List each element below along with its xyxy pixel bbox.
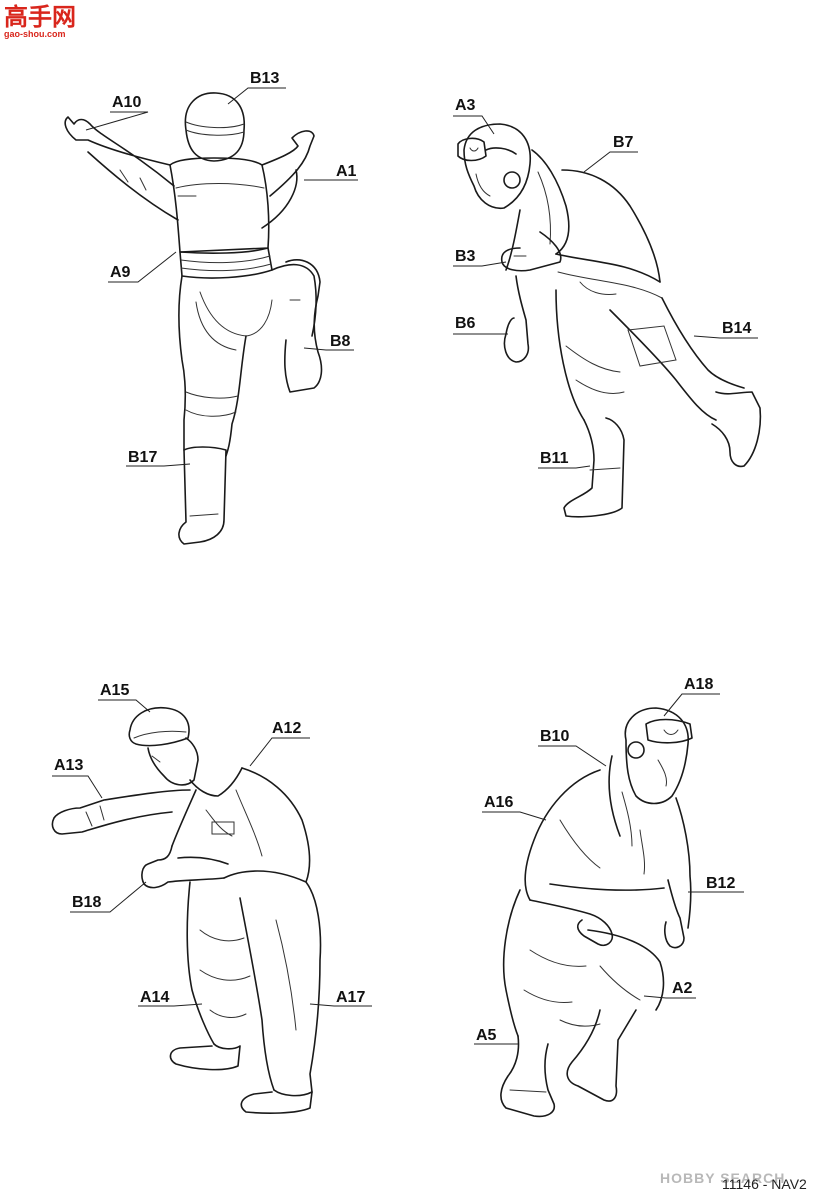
svg-text:A9: A9 [110,264,131,281]
svg-text:B8: B8 [330,333,351,350]
svg-text:B6: B6 [455,315,476,332]
svg-text:A13: A13 [54,757,83,774]
figure-goggles-running [457,123,762,518]
svg-text:A10: A10 [112,94,141,111]
svg-text:B3: B3 [455,248,476,265]
hobby-search-watermark: HOBBY SEARCH [660,1170,786,1186]
svg-text:B13: B13 [250,70,279,87]
part-label-A12: A12 [249,720,310,767]
part-label-A14: A14 [138,989,203,1007]
part-label-A3: A3 [453,97,495,135]
part-label-B18: B18 [70,881,147,913]
svg-text:A14: A14 [140,989,169,1006]
svg-text:B18: B18 [72,894,101,911]
svg-text:A15: A15 [100,682,129,699]
logo-url: gao-shou.com [4,29,66,39]
svg-text:B17: B17 [128,449,157,466]
part-label-B10: B10 [538,728,607,767]
figure-goggles-crouching [500,707,693,1118]
part-label-B13: B13 [227,70,286,105]
part-label-A16: A16 [482,794,547,821]
site-logo: 高手网 gao-shou.com [4,3,76,39]
part-label-B7: B7 [583,134,638,173]
svg-text:B14: B14 [722,320,751,337]
part-label-A13: A13 [52,757,103,799]
svg-text:A1: A1 [336,163,357,180]
svg-text:B11: B11 [540,450,569,467]
svg-text:A5: A5 [476,1027,497,1044]
part-label-B14: B14 [693,320,758,339]
part-label-A15: A15 [98,682,151,713]
part-label-A10: A10 [85,94,149,131]
part-label-A17: A17 [309,989,372,1007]
svg-text:A3: A3 [455,97,476,114]
part-label-A2: A2 [643,980,696,999]
part-label-A18: A18 [663,676,720,717]
svg-text:B10: B10 [540,728,569,745]
svg-text:A18: A18 [684,676,713,693]
logo-chars: 高手网 [4,3,76,31]
svg-text:A2: A2 [672,980,693,997]
part-label-B12: B12 [688,875,744,893]
part-label-B11: B11 [538,450,591,469]
svg-text:B12: B12 [706,875,735,892]
figure-back-view [64,92,323,545]
part-label-B17: B17 [126,449,191,467]
part-label-A1: A1 [304,163,358,181]
part-label-B8: B8 [303,333,354,351]
svg-text:A12: A12 [272,720,301,737]
part-label-B6: B6 [453,315,508,335]
part-label-B3: B3 [453,248,507,267]
product-code: 11146 - NAV2 [722,1176,807,1192]
part-label-A9: A9 [108,251,177,283]
svg-text:B7: B7 [613,134,634,151]
svg-text:A16: A16 [484,794,513,811]
svg-text:A17: A17 [336,989,365,1006]
part-label-A5: A5 [474,1027,518,1045]
